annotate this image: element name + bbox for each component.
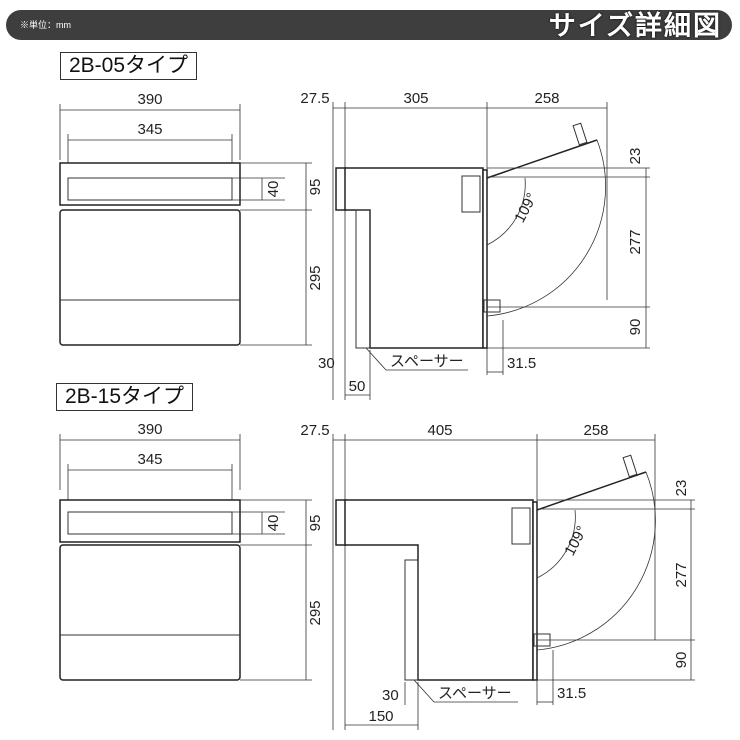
dim-door-height: 295 [307, 600, 324, 625]
front-view-2b-15: 390 345 40 95 295 [59, 421, 324, 681]
side-view-2b-05: 27.5 305 258 109° 23 277 90 31.5 30 50 [300, 90, 650, 400]
dim-spacer-width: 50 [349, 378, 366, 395]
dim-spacer-gap: 30 [318, 355, 335, 372]
dim-slot-width: 345 [137, 451, 162, 468]
dim-body-depth: 405 [427, 422, 452, 439]
dim-door-open: 258 [534, 90, 559, 107]
dim-door-thickness: 31.5 [557, 685, 586, 702]
dim-spacer-gap: 30 [382, 687, 399, 704]
dim-door-thickness: 31.5 [507, 355, 536, 372]
type-label-2b-15: 2B-15タイプ [56, 383, 194, 411]
dim-top-offset: 23 [627, 148, 644, 165]
header-bar [6, 10, 732, 40]
dim-spacer-width: 150 [368, 708, 393, 725]
dim-top-height: 95 [307, 179, 324, 196]
dim-top-offset: 23 [673, 480, 690, 497]
angle-label: 109° [561, 523, 591, 558]
dim-door-span: 277 [673, 562, 690, 587]
dim-door-height: 295 [307, 265, 324, 290]
dim-top-height: 95 [307, 515, 324, 532]
unit-note: ※単位：mm [20, 20, 71, 30]
dim-door-span: 277 [627, 229, 644, 254]
page-title: サイズ詳細図 [548, 11, 722, 41]
dim-door-open: 258 [583, 422, 608, 439]
dim-slot-width: 345 [137, 121, 162, 138]
dim-width: 390 [137, 91, 162, 108]
dim-slot-height: 40 [265, 515, 282, 532]
type-label-2b-05: 2B-05タイプ [60, 52, 198, 80]
dim-front-depth: 27.5 [300, 90, 329, 107]
dim-body-depth: 305 [403, 90, 428, 107]
dim-width: 390 [137, 421, 162, 438]
spacer-label: スペーサー [438, 685, 512, 702]
dim-slot-height: 40 [265, 181, 282, 198]
angle-label: 109° [511, 190, 541, 225]
dim-bottom: 90 [627, 319, 644, 336]
dim-front-depth: 27.5 [300, 422, 329, 439]
side-view-2b-15: 27.5 405 258 109° 23 277 90 31.5 30 150 [300, 422, 695, 730]
dim-bottom: 90 [673, 652, 690, 669]
front-view-2b-05: 390 345 40 95 295 [59, 91, 324, 346]
spacer-label: スペーサー [390, 353, 464, 370]
